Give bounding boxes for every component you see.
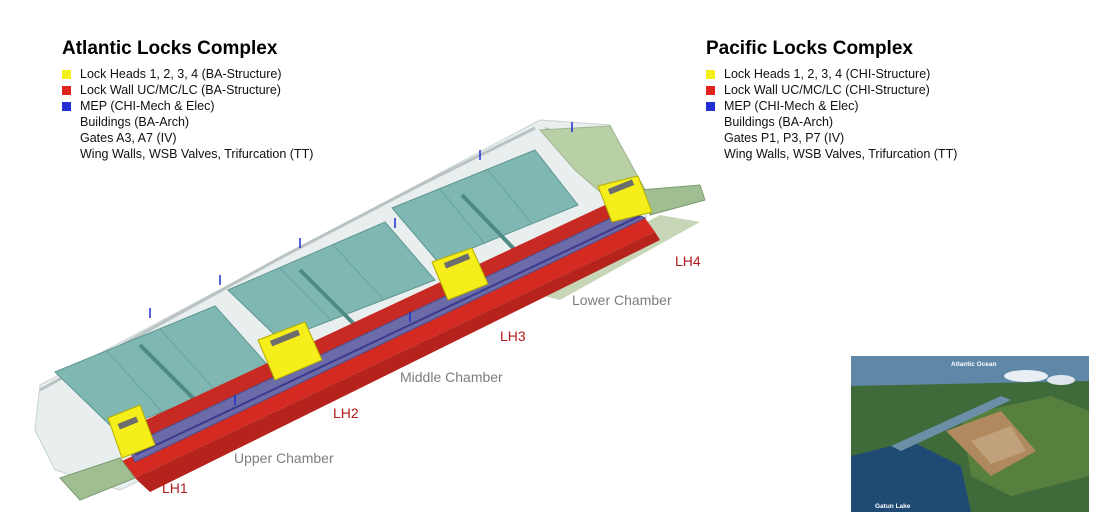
legend-label: Lock Heads 1, 2, 3, 4 (CHI-Structure): [724, 67, 931, 81]
legend-swatch: [62, 85, 71, 95]
photo-bottom-label: Gatun Lake: [875, 503, 911, 510]
legend-label: Buildings (BA-Arch): [724, 115, 834, 129]
legend-label: MEP (CHI-Mech & Elec): [80, 99, 215, 113]
legend-item: Lock Heads 1, 2, 3, 4 (CHI-Structure): [706, 66, 957, 82]
lock-head-1: [107, 404, 156, 459]
basin-divider: [279, 267, 333, 322]
legend-item: Lock Heads 1, 2, 3, 4 (BA-Structure): [62, 66, 313, 82]
legend-item: Buildings (BA-Arch): [706, 114, 957, 130]
upper-chamber-label: Upper Chamber: [234, 450, 334, 466]
aerial-photo: Atlantic Ocean Gatun Lake: [851, 356, 1089, 512]
basin-culvert: [298, 268, 362, 332]
water-basin: [391, 149, 579, 263]
mep-markers: [149, 122, 573, 405]
lock-head-gate: [269, 329, 301, 347]
legend-item: Buildings (BA-Arch): [62, 114, 313, 130]
legend-label: MEP (CHI-Mech & Elec): [724, 99, 859, 113]
atlantic-title: Atlantic Locks Complex: [62, 38, 278, 59]
lock-head-4: [597, 175, 653, 223]
legend-item: Gates P1, P3, P7 (IV): [706, 130, 957, 146]
legend-item: MEP (CHI-Mech & Elec): [62, 98, 313, 114]
basin-divider: [487, 169, 533, 225]
legend-swatch: [62, 69, 71, 79]
basin-divider: [106, 350, 163, 413]
legend-label: Gates A3, A7 (IV): [80, 131, 177, 145]
water-basins: [54, 149, 579, 431]
pacific-legend: Pacific Locks Complex Lock Heads 1, 2, 3…: [706, 38, 957, 162]
legend-label: Buildings (BA-Arch): [80, 115, 190, 129]
basin-divider: [159, 328, 216, 391]
legend-item: Wing Walls, WSB Valves, Trifurcation (TT…: [62, 146, 313, 162]
middle-chamber-label: Middle Chamber: [400, 369, 503, 385]
lock-head-2: [257, 321, 323, 381]
legend-label: Lock Heads 1, 2, 3, 4 (BA-Structure): [80, 67, 282, 81]
lock-heads: [107, 175, 653, 459]
lock-wall-south: [120, 218, 655, 478]
legend-item: Wing Walls, WSB Valves, Trifurcation (TT…: [706, 146, 957, 162]
lock-wall-base: [135, 232, 660, 492]
atlantic-items: Lock Heads 1, 2, 3, 4 (BA-Structure) Loc…: [62, 66, 313, 162]
legend-item: Gates A3, A7 (IV): [62, 130, 313, 146]
aerial-photo-image: Atlantic Ocean Gatun Lake: [851, 356, 1089, 512]
legend-label: Wing Walls, WSB Valves, Trifurcation (TT…: [80, 147, 314, 161]
wing-wall: [59, 457, 136, 501]
lock-head-label-4: LH4: [675, 253, 701, 269]
pacific-title: Pacific Locks Complex: [706, 38, 913, 59]
lock-head-label-1: LH1: [162, 480, 188, 496]
pacific-items: Lock Heads 1, 2, 3, 4 (CHI-Structure) Lo…: [706, 66, 957, 162]
legend-label: Gates P1, P3, P7 (IV): [724, 131, 845, 145]
legend-item: Lock Wall UC/MC/LC (CHI-Structure): [706, 82, 957, 98]
legend-swatch: [706, 101, 715, 111]
lower-chamber-label: Lower Chamber: [572, 292, 672, 308]
legend-swatch: [62, 101, 71, 111]
lock-head-3: [431, 247, 489, 301]
lock-head-label-3: LH3: [500, 328, 526, 344]
legend-swatch: [706, 69, 715, 79]
photo-top-label: Atlantic Ocean: [951, 361, 997, 368]
legend-label: Lock Wall UC/MC/LC (CHI-Structure): [724, 83, 930, 97]
lock-wall-north: [120, 198, 628, 446]
chamber-centerline: [134, 215, 641, 456]
legend-swatch: [706, 85, 715, 95]
lock-head-gate: [607, 179, 635, 195]
water-basin: [227, 221, 436, 341]
basin-divider: [332, 244, 385, 301]
basin-divider: [439, 188, 486, 245]
basin-culvert: [460, 193, 517, 252]
lock-head-gate: [117, 416, 139, 430]
legend-item: MEP (CHI-Mech & Elec): [706, 98, 957, 114]
legend-label: Wing Walls, WSB Valves, Trifurcation (TT…: [724, 147, 958, 161]
lock-head-gate: [443, 253, 471, 269]
legend-label: Lock Wall UC/MC/LC (BA-Structure): [80, 83, 281, 97]
lock-head-label-2: LH2: [333, 405, 359, 421]
atlantic-legend: Atlantic Locks Complex Lock Heads 1, 2, …: [62, 38, 313, 162]
legend-item: Lock Wall UC/MC/LC (BA-Structure): [62, 82, 313, 98]
